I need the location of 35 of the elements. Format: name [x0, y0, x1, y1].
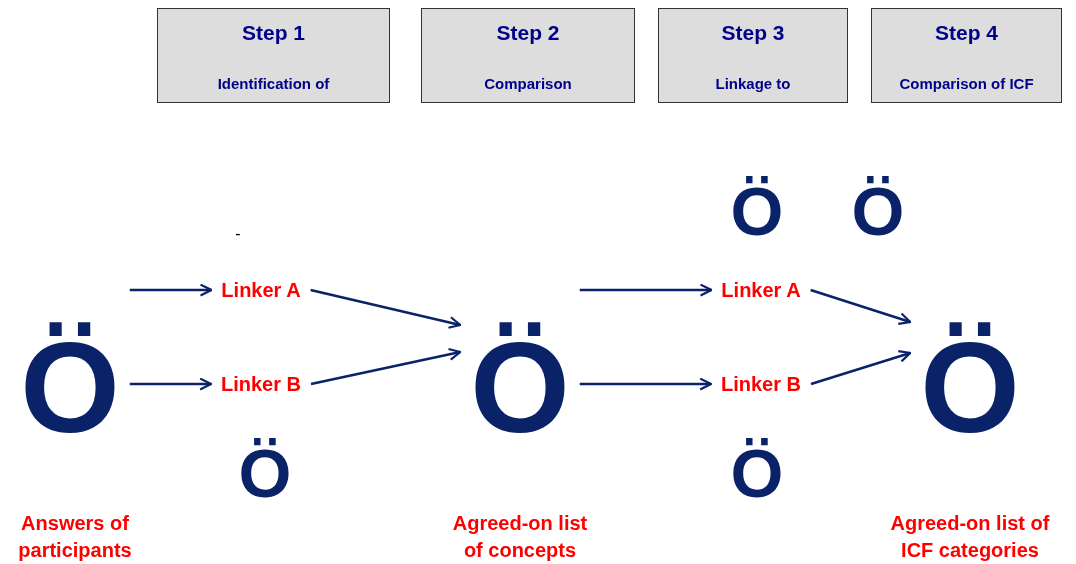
step-box — [658, 8, 848, 103]
step-heading: Step 2 — [496, 21, 560, 45]
arrow — [579, 283, 713, 297]
caption: Answers of participants — [17, 511, 133, 563]
glyph-symbol: Ö — [238, 434, 292, 513]
linker-label: Linker A — [721, 278, 801, 302]
step-heading: Step 4 — [935, 21, 998, 45]
step-heading: Step 1 — [242, 21, 305, 45]
glyph-symbol: Ö — [851, 172, 905, 251]
step-description: Linkage to — [715, 75, 791, 92]
arrow — [310, 347, 462, 386]
linker-label: Linker B — [221, 372, 301, 396]
step-box — [157, 8, 390, 103]
linker-label: Linker B — [721, 372, 801, 396]
arrow — [810, 288, 912, 325]
caption: Agreed-on list of concepts — [451, 511, 589, 563]
arrow — [310, 288, 462, 329]
step-description: Identification of — [217, 75, 330, 92]
step-description: Comparison — [484, 75, 572, 92]
arrow — [579, 377, 713, 391]
arrow — [810, 350, 912, 386]
step-box — [871, 8, 1062, 103]
glyph-symbol: Ö — [470, 311, 570, 465]
glyph-symbol: Ö — [730, 434, 784, 513]
caption: Agreed-on list of ICF categories — [889, 511, 1051, 563]
dash-mark: - — [235, 224, 241, 244]
glyph-symbol: Ö — [20, 311, 120, 465]
step-box — [421, 8, 635, 103]
linker-label: Linker A — [221, 278, 301, 302]
glyph-symbol: Ö — [730, 172, 784, 251]
glyph-symbol: Ö — [920, 311, 1020, 465]
arrow — [129, 377, 213, 391]
step-description: Comparison of ICF — [899, 75, 1034, 92]
step-heading: Step 3 — [721, 21, 785, 45]
arrow — [129, 283, 213, 297]
